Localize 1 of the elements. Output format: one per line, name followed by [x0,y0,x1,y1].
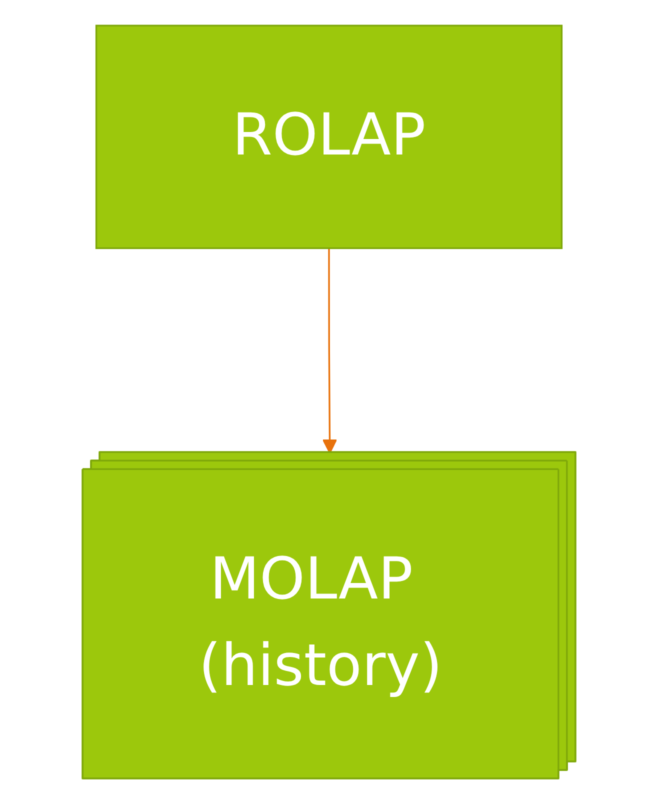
node-box: ROLAP [95,24,563,249]
